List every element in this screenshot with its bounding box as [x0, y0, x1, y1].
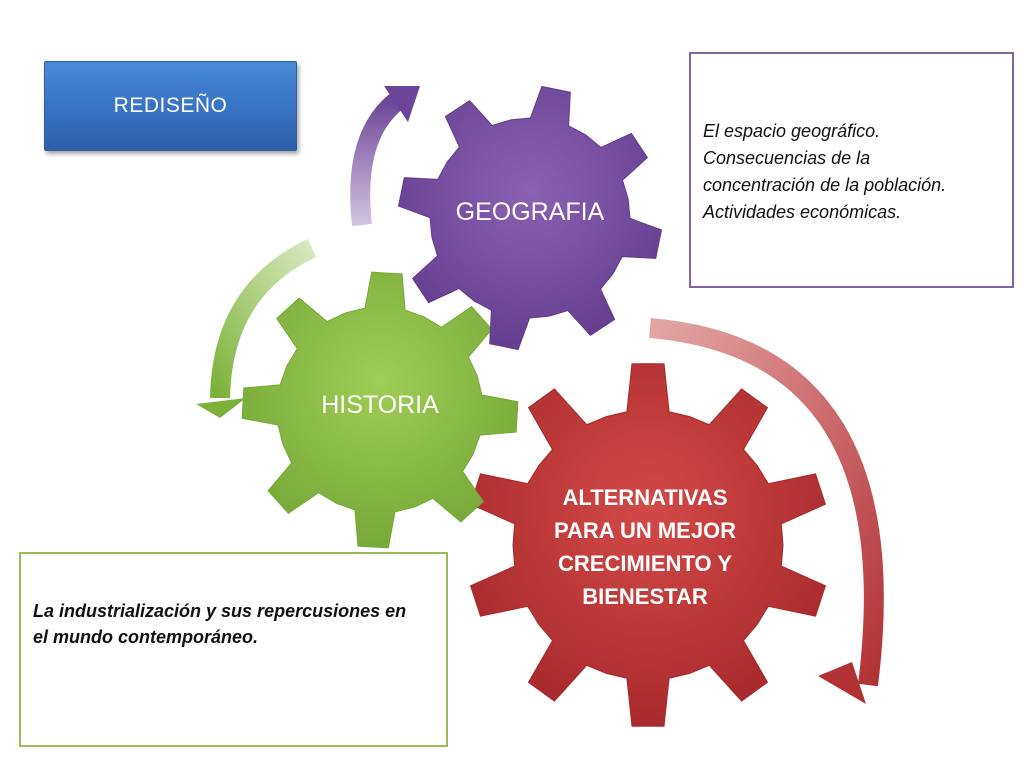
note-line: el mundo contemporáneo.	[33, 627, 259, 647]
purple-curved-arrow	[350, 86, 420, 227]
alternativas-line: ALTERNATIVAS	[562, 485, 728, 510]
red-curved-arrow	[649, 318, 884, 704]
geografia-label: GEOGRAFIA	[455, 198, 605, 226]
alternativas-label: ALTERNATIVAS PARA UN MEJOR CRECIMIENTO Y…	[525, 481, 765, 613]
historia-label: HISTORIA	[321, 391, 439, 419]
green-curved-arrow	[196, 238, 317, 418]
note-line: El espacio geográfico.	[703, 121, 881, 141]
note-line: La industrialización y sus repercusiones…	[33, 601, 407, 621]
historia-note: La industrialización y sus repercusiones…	[19, 552, 448, 747]
alternativas-gear	[469, 363, 827, 727]
geografia-note: El espacio geográfico. Consecuencias de …	[689, 52, 1014, 288]
redesign-button[interactable]: REDISEÑO	[44, 61, 297, 151]
alternativas-line: CRECIMIENTO Y	[558, 551, 732, 576]
redesign-label: REDISEÑO	[113, 94, 228, 117]
historia-gear	[241, 271, 519, 549]
alternativas-line: BIENESTAR	[582, 584, 708, 609]
note-line: concentración de la población.	[703, 175, 947, 195]
alternativas-line: PARA UN MEJOR	[553, 518, 737, 543]
note-line: Actividades económicas.	[703, 202, 902, 222]
geografia-gear	[397, 85, 663, 351]
note-line: Consecuencias de la	[703, 148, 871, 168]
